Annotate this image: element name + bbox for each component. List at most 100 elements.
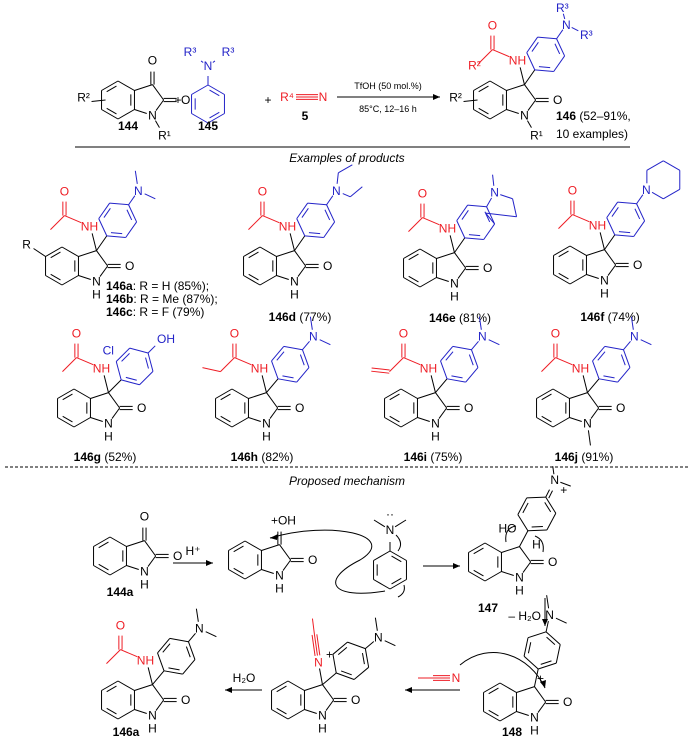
aromatic-bond (220, 393, 231, 401)
hydrogen-label: H (431, 429, 440, 443)
compound-148-label: 148 (502, 725, 522, 739)
plus-sign: + (264, 93, 271, 107)
aryl-bond (157, 652, 165, 671)
compound-id: 146a (106, 279, 133, 293)
ethyl-bond (336, 172, 339, 184)
bond (33, 248, 46, 257)
bond (294, 235, 306, 251)
amide-bond (120, 649, 138, 658)
oxygen-label: O (125, 259, 134, 273)
aromatic-bond (162, 643, 171, 653)
conditions-top: TfOH (50 mol.%) (354, 81, 422, 91)
reactant-144-label: 144 (118, 119, 138, 133)
bond (96, 250, 109, 267)
benzene-bond (473, 109, 491, 120)
nitrogen-label: N (431, 416, 440, 430)
aniline-bond (191, 84, 209, 95)
product-146g-label: 146g (52%) (74, 450, 137, 464)
amide-oxygen-label: O (116, 619, 125, 633)
bond (506, 84, 525, 91)
benzene-bond (243, 275, 261, 286)
aryl-bond (163, 670, 183, 675)
oxygen-label: O (351, 693, 360, 707)
aromatic-bond (276, 685, 287, 693)
r1-label: R¹ (530, 128, 543, 142)
oxygen-label: O (140, 510, 149, 524)
aromatic-bond (168, 667, 180, 671)
aromatic-bond (531, 42, 539, 52)
product-examples: 10 examples) (556, 127, 628, 141)
bond (152, 670, 165, 685)
aryl-bond (115, 361, 122, 381)
methyl-bond (309, 316, 313, 330)
bond (294, 250, 307, 267)
bond (522, 561, 532, 573)
benzene-bond (244, 540, 262, 551)
aromatic-bond (389, 415, 400, 423)
bond (604, 249, 617, 266)
curved-arrow (397, 584, 405, 598)
piperidine-bond (646, 160, 664, 171)
benzene-bond (552, 388, 570, 399)
bond (276, 275, 289, 281)
oxygen-label: O (464, 401, 473, 415)
aryl-bond (592, 360, 600, 379)
amide-bond (492, 49, 510, 58)
bond (485, 212, 517, 218)
bond (78, 275, 91, 281)
r-label: R (22, 238, 31, 252)
aryl-bond (121, 379, 140, 386)
compound-yield: : R = H (85%); (133, 279, 209, 293)
bond (449, 235, 455, 253)
aryl-bond (307, 202, 327, 206)
curved-arrow (505, 525, 517, 543)
bond (134, 709, 147, 715)
bond (582, 375, 588, 393)
bond (438, 407, 448, 419)
methyl-bond (560, 481, 571, 487)
aromatic-bond (209, 89, 220, 97)
aniline-bond (389, 550, 407, 561)
amide-nh-label: NH (509, 54, 526, 68)
compound-id: 146g (74, 450, 101, 464)
bond (571, 27, 579, 32)
amide-nh-label: NH (589, 219, 606, 233)
aryl-bond (283, 345, 303, 351)
bond (454, 252, 467, 269)
compound-yield: (77%) (296, 310, 331, 324)
product-146d-label: 146d (77%) (269, 310, 332, 324)
bond (569, 392, 588, 399)
bond (506, 109, 519, 115)
vinyl-bond (371, 370, 390, 374)
hydrogen-label: H (530, 723, 539, 737)
amine-nitrogen-label: N (478, 330, 487, 344)
acyl-bond (558, 214, 573, 229)
compound-146a-label: 146a (113, 725, 140, 739)
methyl-bond (640, 339, 652, 346)
bond (623, 340, 631, 351)
aryl-bond (467, 204, 487, 208)
acyl-bond (62, 357, 77, 372)
aryl-bond (606, 201, 619, 218)
bond (103, 375, 109, 393)
bond (471, 340, 479, 351)
benzene-bond (101, 709, 119, 720)
bond (436, 252, 455, 259)
aromatic-bond (527, 642, 532, 654)
bond (533, 668, 539, 687)
aromatic-bond (473, 569, 484, 577)
aromatic-bond (522, 502, 529, 514)
aryl-bond (182, 659, 196, 675)
aromatic-bond (340, 670, 352, 676)
aromatic-bond (248, 273, 259, 281)
methyl-bond (374, 617, 378, 631)
benzene-bond (489, 80, 507, 91)
benzene-bond (403, 277, 421, 288)
bond (99, 265, 109, 277)
bond (304, 709, 317, 715)
methyl-bond (478, 316, 482, 330)
benzene-bond (93, 565, 111, 576)
benzene-bond (484, 571, 502, 582)
benzene-bond (101, 680, 119, 691)
aryl-bond (353, 666, 369, 680)
